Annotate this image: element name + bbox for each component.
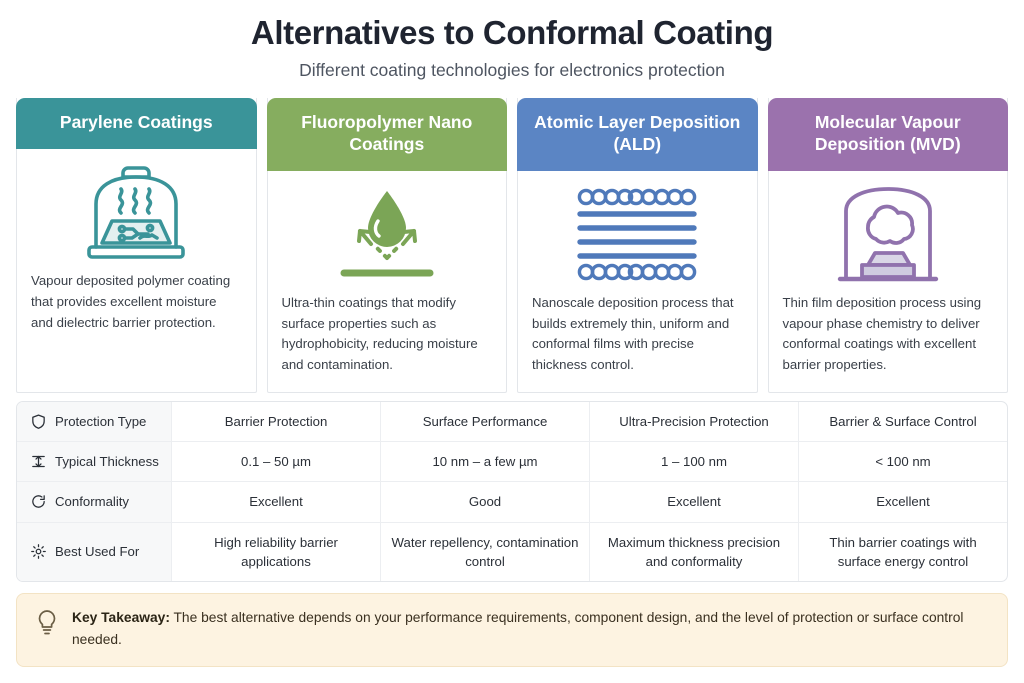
cell-protection-ald: Ultra-Precision Protection bbox=[590, 402, 799, 442]
cell-thickness-ald: 1 – 100 nm bbox=[590, 442, 799, 482]
cell-thickness-parylene: 0.1 – 50 µm bbox=[172, 442, 381, 482]
cell-thickness-fluoropolymer: 10 nm – a few µm bbox=[381, 442, 590, 482]
cell-bestuse-ald: Maximum thickness precision and conforma… bbox=[590, 522, 799, 581]
card-atomic-layer-deposition[interactable]: Atomic Layer Deposition (ALD) bbox=[517, 97, 758, 394]
cell-protection-fluoropolymer: Surface Performance bbox=[381, 402, 590, 442]
key-takeaway-banner: Key Takeaway: The best alternative depen… bbox=[16, 592, 1008, 667]
row-label-text: Typical Thickness bbox=[55, 454, 159, 470]
cell-protection-parylene: Barrier Protection bbox=[172, 402, 381, 442]
table-row: Conformality Excellent Good Excellent Ex… bbox=[17, 481, 1007, 522]
table-row: Typical Thickness 0.1 – 50 µm 10 nm – a … bbox=[17, 441, 1007, 482]
card-description-ald: Nanoscale deposition process that builds… bbox=[532, 294, 734, 373]
key-takeaway-label: Key Takeaway: bbox=[72, 609, 170, 625]
comparison-table: Protection Type Barrier Protection Surfa… bbox=[16, 401, 1008, 582]
card-title-parylene: Parylene Coatings bbox=[16, 97, 257, 149]
row-label-typical-thickness: Typical Thickness bbox=[17, 442, 172, 482]
lightbulb-icon bbox=[35, 607, 59, 643]
page-header: Alternatives to Conformal Coating Differ… bbox=[0, 0, 1024, 81]
water-droplet-repellency-icon bbox=[268, 171, 507, 289]
card-title-mvd: Molecular Vapour Deposition (MVD) bbox=[767, 97, 1008, 171]
cell-conformality-ald: Excellent bbox=[590, 482, 799, 522]
table-row: Best Used For High reliability barrier a… bbox=[17, 521, 1007, 581]
cell-conformality-parylene: Excellent bbox=[172, 482, 381, 522]
card-parylene-coatings[interactable]: Parylene Coatings V bbox=[16, 97, 257, 394]
card-fluoropolymer-nano-coatings[interactable]: Fluoropolymer Nano Coatings Ultra-thin c… bbox=[266, 97, 507, 394]
cell-conformality-fluoropolymer: Good bbox=[381, 482, 590, 522]
gear-icon bbox=[31, 544, 46, 560]
rotate-arrow-icon bbox=[32, 495, 45, 509]
atomic-layers-icon bbox=[518, 171, 757, 289]
key-takeaway-text: Key Takeaway: The best alternative depen… bbox=[72, 607, 989, 652]
thickness-gauge-icon bbox=[32, 456, 45, 468]
row-label-conformality: Conformality bbox=[17, 482, 172, 522]
key-takeaway-body: The best alternative depends on your per… bbox=[72, 609, 964, 648]
card-molecular-vapour-deposition[interactable]: Molecular Vapour Deposition (MVD) Thin f… bbox=[767, 97, 1008, 394]
row-label-text: Conformality bbox=[55, 494, 130, 510]
card-description-fluoropolymer: Ultra-thin coatings that modify surface … bbox=[281, 294, 478, 373]
card-title-fluoropolymer: Fluoropolymer Nano Coatings bbox=[266, 97, 507, 171]
page-title: Alternatives to Conformal Coating bbox=[250, 14, 774, 51]
cell-protection-mvd: Barrier & Surface Control bbox=[829, 414, 977, 430]
cell-bestuse-mvd: Thin barrier coatings with surface energ… bbox=[829, 534, 977, 569]
row-label-protection-type: Protection Type bbox=[17, 402, 172, 442]
card-title-ald: Atomic Layer Deposition (ALD) bbox=[517, 97, 758, 171]
row-label-text: Best Used For bbox=[55, 544, 140, 560]
technology-cards: Parylene Coatings V bbox=[0, 97, 1024, 394]
cell-conformality-mvd: Excellent bbox=[876, 494, 930, 510]
shield-icon bbox=[32, 414, 45, 430]
vapour-cloud-chamber-icon bbox=[769, 171, 1008, 289]
card-description-parylene: Vapour deposited polymer coating that pr… bbox=[31, 272, 231, 330]
page-subtitle: Different coating technologies for elect… bbox=[299, 59, 725, 80]
row-label-text: Protection Type bbox=[55, 414, 147, 430]
vacuum-chamber-pcb-icon bbox=[17, 149, 256, 267]
cell-bestuse-parylene: High reliability barrier applications bbox=[172, 522, 381, 581]
table-row: Protection Type Barrier Protection Surfa… bbox=[17, 402, 1007, 442]
card-description-mvd: Thin film deposition process using vapou… bbox=[782, 294, 982, 373]
row-label-best-used-for: Best Used For bbox=[17, 522, 172, 581]
cell-thickness-mvd: < 100 nm bbox=[875, 454, 931, 470]
cell-bestuse-fluoropolymer: Water repellency, contamination control bbox=[381, 522, 590, 581]
